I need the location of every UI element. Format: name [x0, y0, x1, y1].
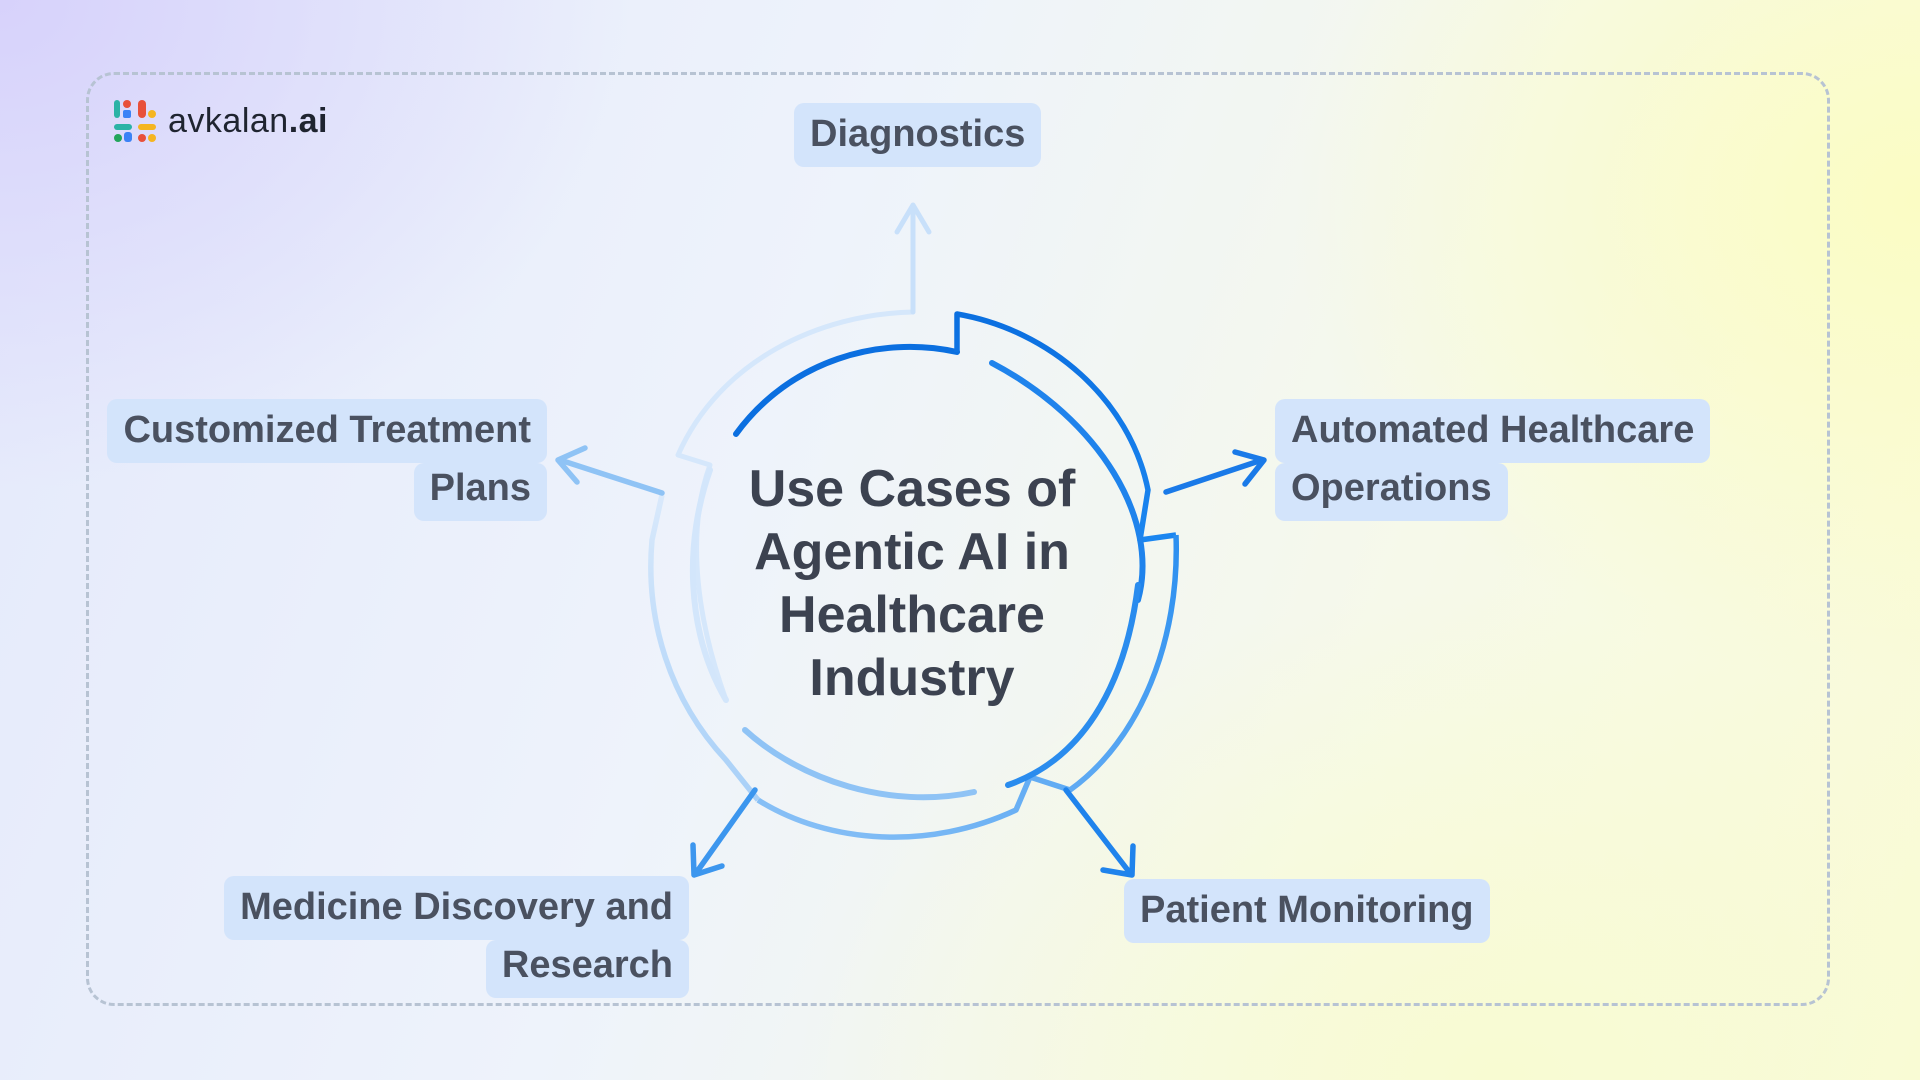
cycle-segment-diagnostics: [675, 202, 932, 703]
medicine-label-line1: Medicine Discovery and: [224, 876, 689, 940]
medicine-label-line2: Research: [485, 940, 689, 998]
outer-arc-right: [756, 534, 1180, 840]
inner-arc-bottom-left: [742, 727, 977, 801]
customized-label-line2: Plans: [413, 463, 547, 521]
brand-name: avkalan.ai: [168, 102, 328, 141]
use-case-patient-monitoring: Patient Monitoring: [1124, 879, 1490, 943]
automated-label-line2: Operations: [1275, 463, 1508, 521]
logo-mark-icon: [114, 100, 156, 142]
center-title: Use Cases of Agentic AI in Healthcare In…: [748, 460, 1076, 707]
inner-arc-bottom: [1005, 582, 1141, 788]
diagnostics-label: Diagnostics: [794, 103, 1042, 167]
outer-arc-bottom-left: [648, 494, 761, 802]
inner-arc-dark: [733, 343, 960, 437]
use-case-diagnostics: Diagnostics: [794, 103, 1042, 167]
arrowhead-diagnostics: [894, 202, 932, 235]
inner-arc-left: [689, 467, 729, 703]
inner-arc-mid: [989, 360, 1146, 603]
arrow-patient: [1063, 787, 1136, 878]
brand-logo: avkalan.ai: [112, 97, 328, 145]
customized-label-line1: Customized Treatment: [107, 399, 547, 463]
outer-arc-diagnostics: [675, 309, 916, 703]
arrow-automated: [1163, 449, 1267, 495]
brand-name-suffix: .ai: [288, 101, 329, 140]
use-case-medicine-discovery: Medicine Discovery and Research: [224, 876, 689, 998]
arrow-customized: [555, 445, 665, 496]
automated-label-line1: Automated Healthcare: [1275, 399, 1711, 463]
dashed-frame: [86, 72, 1830, 1006]
patient-monitoring-label: Patient Monitoring: [1124, 879, 1490, 943]
brand-name-prefix: avkalan: [168, 101, 289, 140]
arrow-medicine: [690, 787, 758, 878]
use-case-automated-operations: Automated Healthcare Operations: [1275, 399, 1711, 521]
use-case-customized-treatment: Customized Treatment Plans: [107, 399, 547, 521]
outer-arc-dark: [954, 311, 1177, 543]
